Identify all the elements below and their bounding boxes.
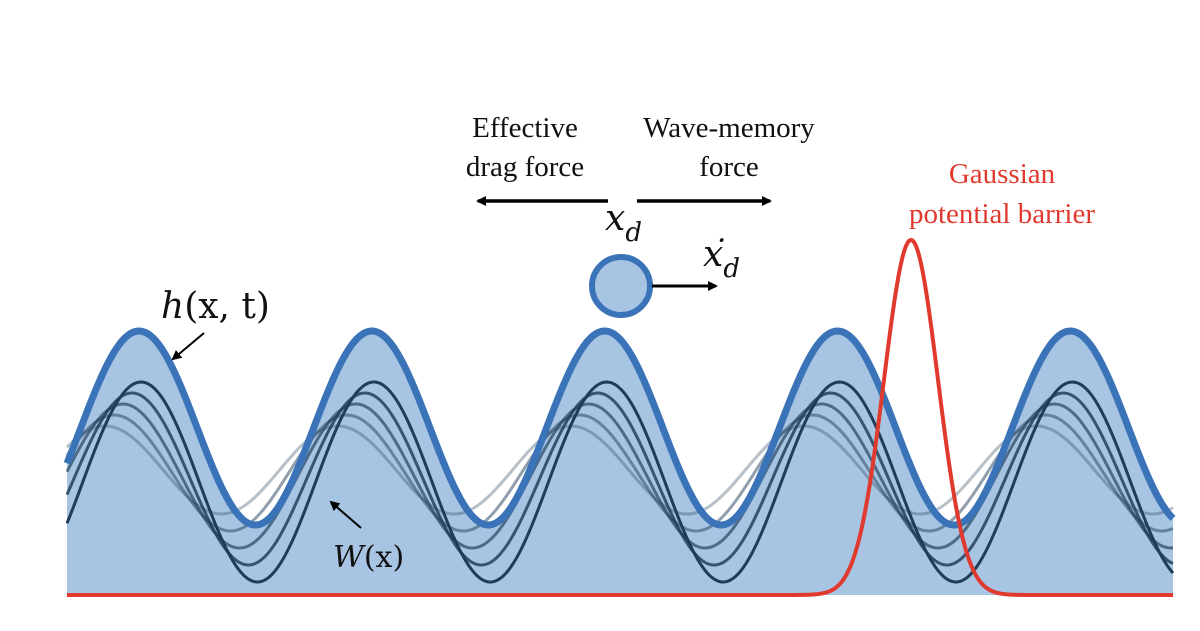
xd-label-sub: d [625, 218, 642, 248]
w-pointer-arrow [329, 500, 362, 529]
memory-label-line2: force [699, 151, 759, 183]
barrier-label-line2: potential barrier [909, 198, 1095, 230]
droplet [589, 254, 653, 318]
h-pointer-arrow [171, 332, 205, 361]
w-label-symbol: W [333, 540, 366, 575]
w-label-args: (x) [364, 540, 404, 575]
wave-field-fill [67, 331, 1173, 595]
memory-mode-line [65, 380, 1175, 584]
h-label-args: (x, t) [184, 286, 270, 327]
h-label-symbol: h [161, 286, 184, 327]
drag-label-line2: drag force [466, 151, 584, 183]
w-label: W(x) [333, 540, 404, 575]
xdot-label-symbol: x [703, 234, 723, 275]
memory-label-line1: Wave-memory [643, 112, 815, 144]
barrier-label-line1: Gaussian [949, 158, 1056, 190]
h-label: h(x, t) [161, 286, 270, 327]
gaussian-barrier-curve [67, 237, 1173, 597]
wave-surface-h [63, 327, 1176, 529]
xdot-label-dot: ˙ [710, 233, 727, 273]
drag-label-line1: Effective [472, 112, 578, 144]
xdot-label: xd [703, 234, 740, 284]
memory-mode-line [65, 391, 1174, 567]
xdot-label-sub: d [723, 254, 740, 284]
xd-label-symbol: x [605, 198, 625, 239]
xd-label: xd [605, 198, 642, 248]
memory-mode-line [65, 424, 1174, 516]
